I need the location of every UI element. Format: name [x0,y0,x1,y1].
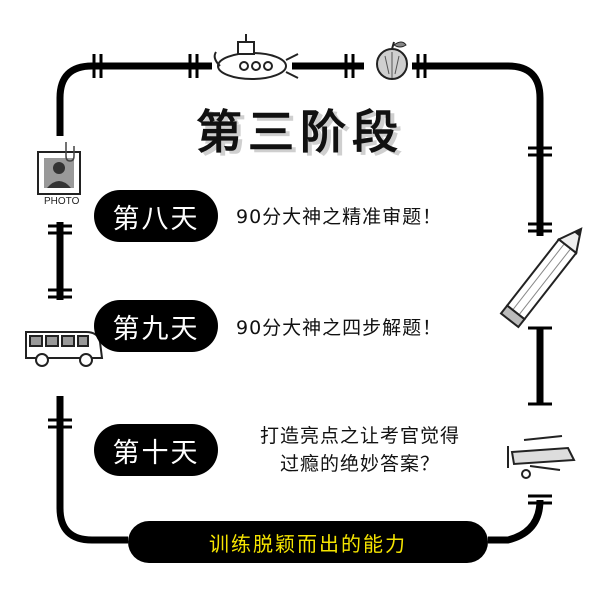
airplane-icon [507,435,576,479]
bottom-banner: 训练脱颖而出的能力 [128,521,488,563]
day-label-8: 第八天 [94,190,218,242]
day-label-9: 第九天 [94,300,218,352]
day-text-9: 90分大神之四步解题！ [236,317,443,339]
apple-icon [376,41,408,80]
pencil-icon [499,227,583,329]
day-text-10-line1: 打造亮点之让考官觉得 [259,425,460,447]
day-text-8: 90分大神之精准审题！ [236,206,443,228]
day-label-10: 第十天 [94,424,218,476]
frame [56,62,544,544]
day-text-10-line2: 过瘾的绝妙答案？ [279,453,440,475]
photo-card-icon [37,142,81,195]
submarine-icon [213,34,299,80]
stage-title: 第三阶段 [196,105,404,159]
bus-icon [25,331,104,367]
photo-caption: PHOTO [44,196,80,207]
day-text-10: 打造亮点之让考官觉得 过瘾的绝妙答案？ [230,422,490,478]
frame-ticks [48,54,552,505]
